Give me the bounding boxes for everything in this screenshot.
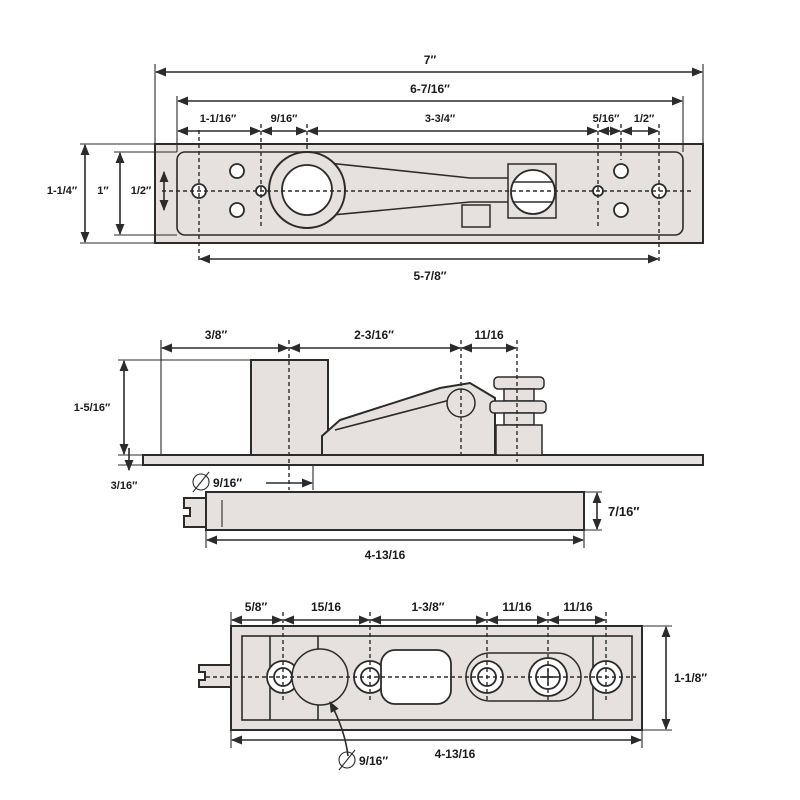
- top-roller: [510, 169, 556, 215]
- bottom-label-seg-4: 11/16: [502, 600, 532, 614]
- side-label-pivot-diameter: 9/16″: [213, 476, 242, 490]
- top-plate-inner-outline: [176, 151, 684, 236]
- side-roller-bottom: [495, 424, 543, 456]
- top-hole-right-lower: [613, 202, 629, 218]
- top-plate: [154, 143, 704, 244]
- top-label-height-outer: 1-1/4″: [47, 185, 78, 197]
- top-label-height-inner: 1/2″: [131, 185, 152, 197]
- bottom-label-seg-5: 11/16: [563, 600, 593, 614]
- top-label-height-mid: 1″: [97, 185, 109, 197]
- diameter-symbol-slash: [192, 471, 210, 493]
- bottom-view: 5/8″ 15/16 1-3/8″ 11/16 11/16 1-1/8″ 4-1…: [198, 600, 707, 771]
- side-label-top-right: 11/16: [474, 328, 504, 342]
- top-view: 7″ 6-7/16″ 1-1/16″ 9/16″ 3-3/4″ 5/16″ 1/…: [47, 53, 704, 283]
- side-label-box-depth: 7/16″: [608, 504, 640, 519]
- top-slot-tab: [461, 204, 491, 228]
- top-label-slot-length: 3-3/4″: [425, 113, 456, 125]
- side-roller-top: [493, 376, 545, 390]
- top-hole-left-upper: [229, 163, 245, 179]
- bottom-label-seg-2: 15/16: [311, 600, 341, 614]
- bottom-plate-inner: [241, 635, 633, 721]
- side-view: 3/8″ 2-3/16″ 11/16 1-5/16″ 3/16″ 9/16″ 7…: [74, 328, 704, 562]
- side-roller-mid-3: [503, 412, 535, 426]
- side-label-top-left: 3/8″: [205, 328, 228, 342]
- top-pivot-hole: [281, 164, 333, 216]
- bottom-diameter-symbol-icon: [338, 751, 356, 769]
- bottom-label-width: 1-1/8″: [674, 671, 707, 685]
- top-label-right-offset-2: 1/2″: [634, 113, 655, 125]
- side-label-plate-thickness: 3/16″: [111, 480, 138, 492]
- top-label-offset-1: 1-1/16″: [200, 113, 237, 125]
- top-label-overall-length: 7″: [424, 53, 437, 67]
- top-label-inner-length: 6-7/16″: [410, 82, 450, 96]
- bottom-label-hole-diameter: 9/16″: [359, 754, 388, 768]
- bottom-label-seg-3: 1-3/8″: [411, 600, 444, 614]
- bottom-tab: [198, 664, 232, 688]
- top-hole-left-lower: [229, 202, 245, 218]
- side-label-top-mid: 2-3/16″: [354, 328, 394, 342]
- side-box: [205, 491, 585, 531]
- side-base-plate: [142, 454, 704, 466]
- bottom-label-length: 4-13/16: [435, 747, 476, 761]
- top-label-right-offset-1: 5/16″: [593, 113, 620, 125]
- side-roller-mid-1: [503, 388, 535, 402]
- side-label-height: 1-5/16″: [74, 402, 111, 414]
- bottom-diameter-symbol-slash: [338, 749, 356, 771]
- bottom-label-seg-1: 5/8″: [245, 600, 268, 614]
- side-label-box-length: 4-13/16: [365, 548, 406, 562]
- side-box-tab: [183, 497, 207, 528]
- side-roller-mid-2: [489, 400, 547, 414]
- side-arm-ridge: [334, 399, 451, 431]
- top-label-offset-2: 9/16″: [271, 113, 298, 125]
- top-label-hole-span: 5-7/8″: [413, 269, 446, 283]
- top-hole-right-upper: [613, 163, 629, 179]
- diameter-symbol-icon: [192, 473, 210, 491]
